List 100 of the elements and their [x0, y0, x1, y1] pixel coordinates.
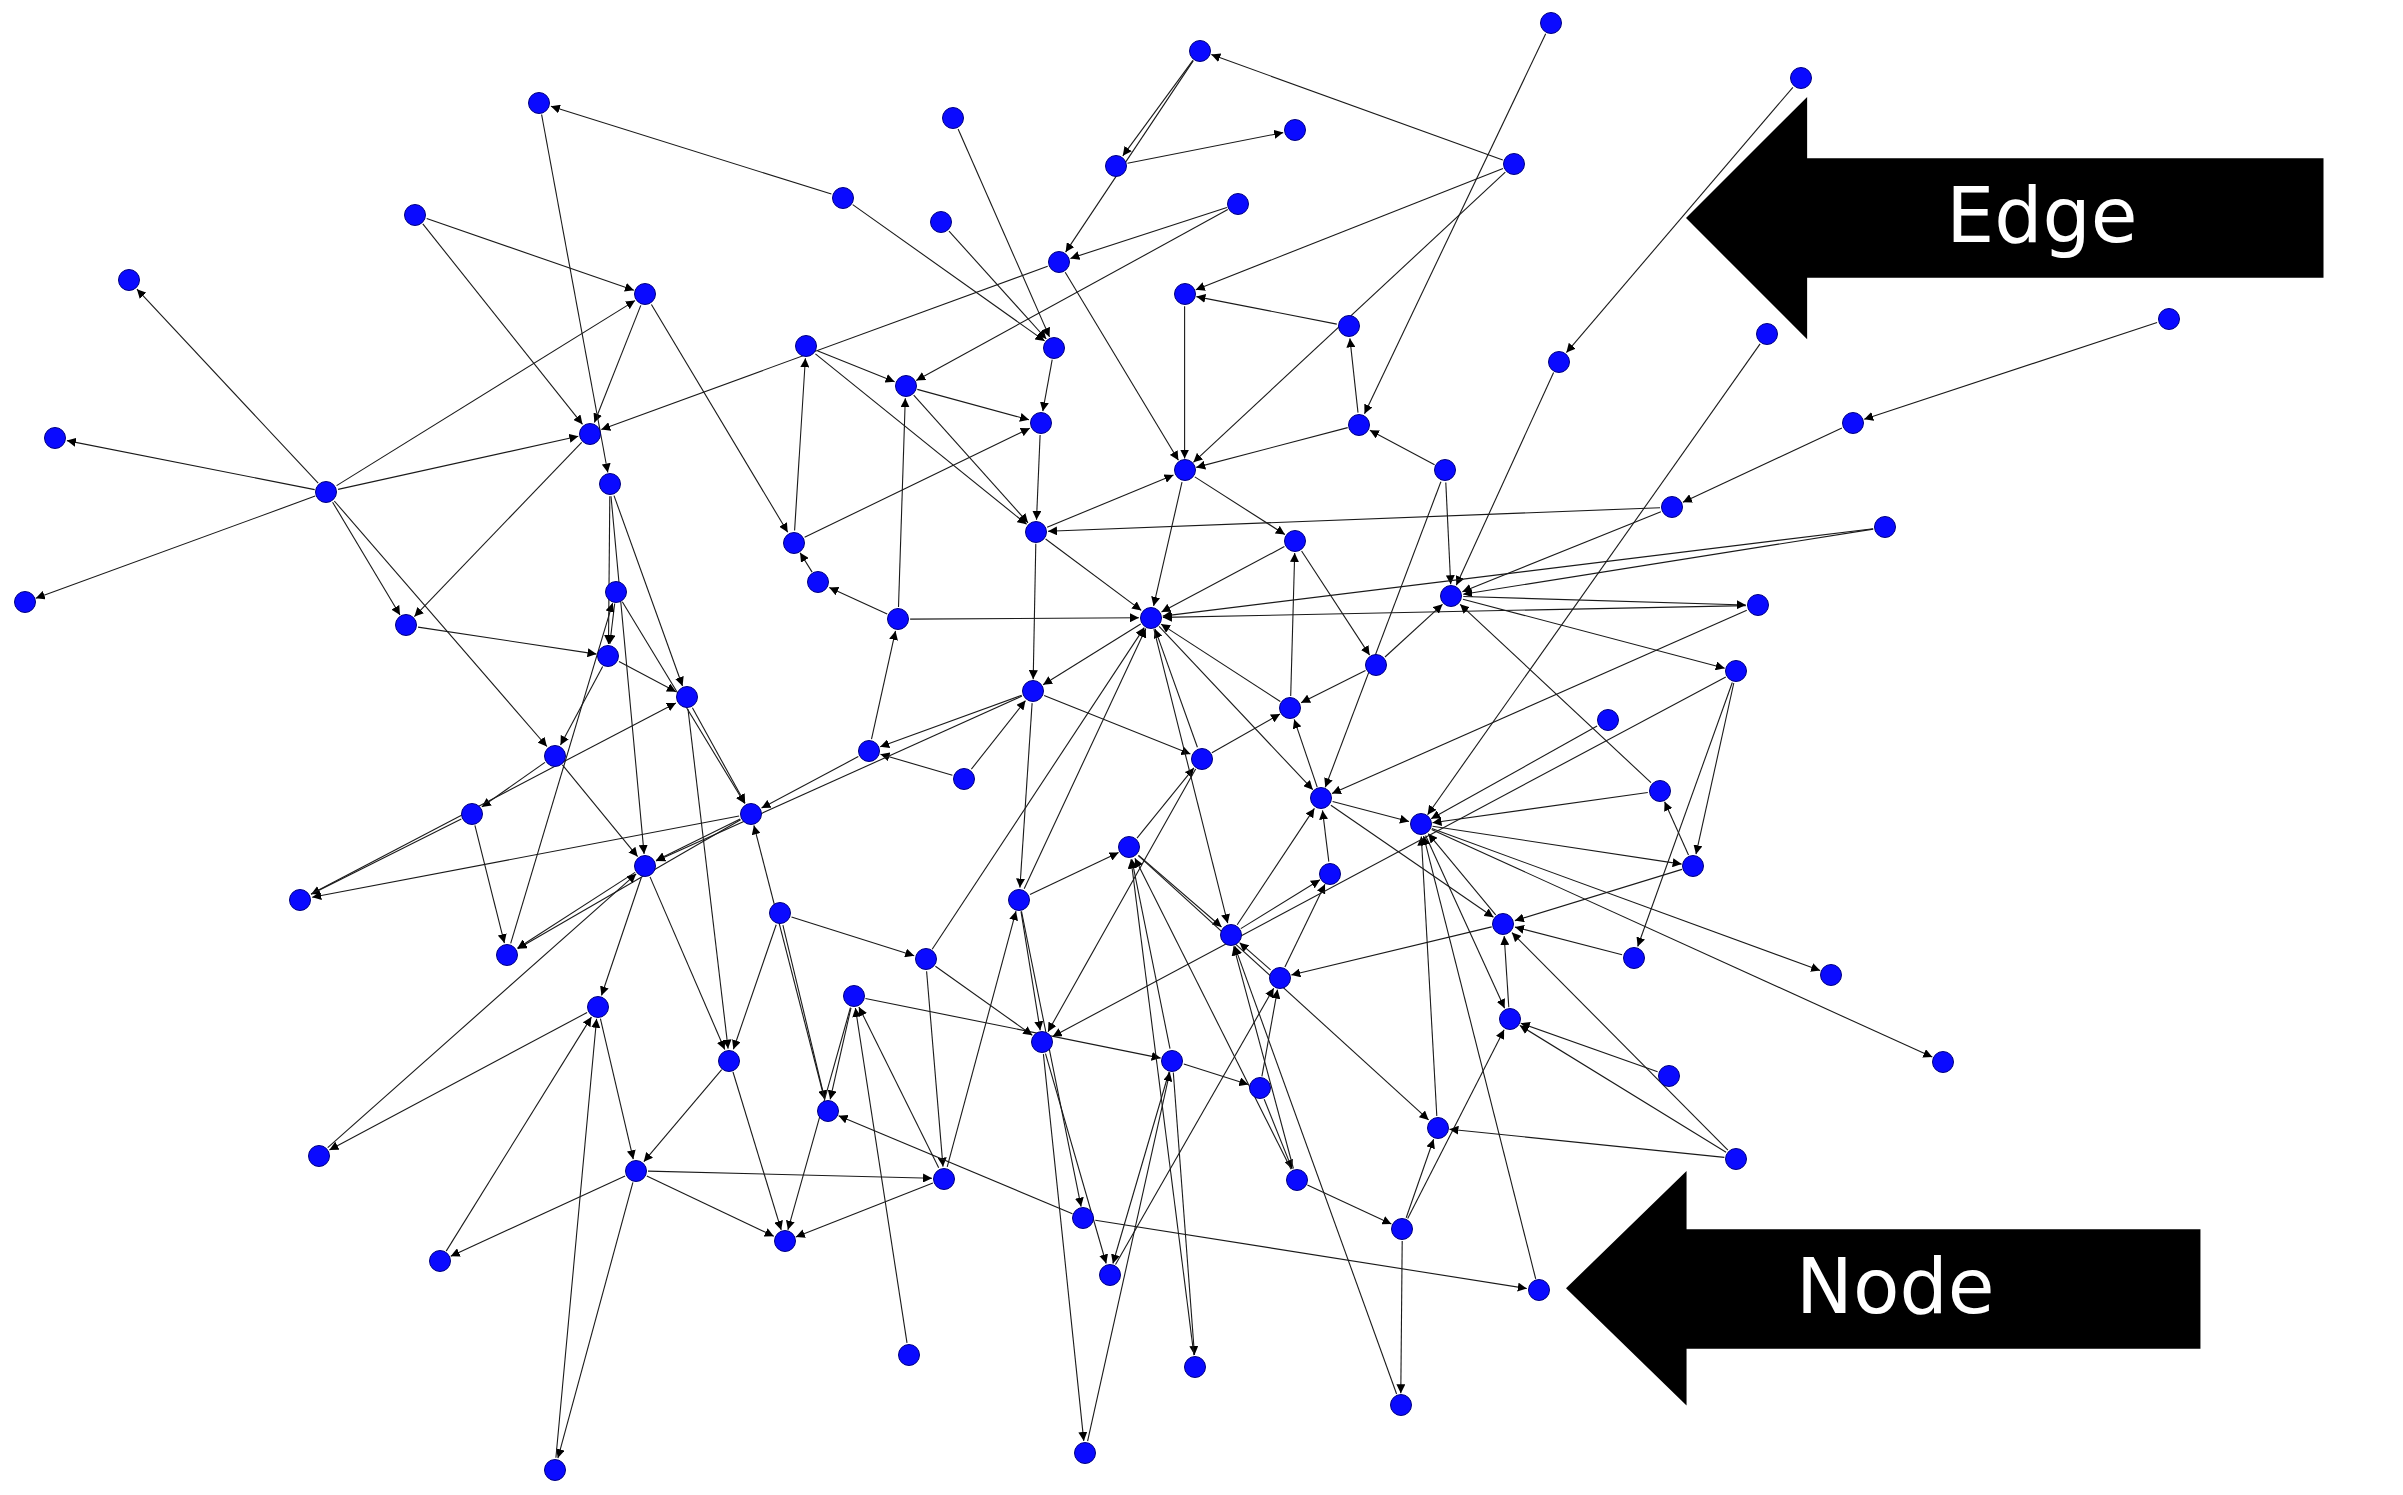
- node-dot: [1219, 923, 1242, 946]
- node-dot: [1025, 520, 1047, 543]
- arrow: [1052, 676, 1727, 1038]
- arrow: [794, 357, 810, 532]
- arrow: [510, 602, 615, 944]
- arrow: [795, 1182, 934, 1238]
- arrow: [909, 613, 1140, 623]
- arrow: [1180, 305, 1190, 460]
- arrow: [550, 104, 832, 195]
- block-arrow: [1566, 1170, 2201, 1406]
- arrow: [66, 437, 316, 491]
- arrow: [1129, 858, 1171, 1050]
- node-dot: [1746, 594, 1769, 617]
- arrow: [1042, 1053, 1088, 1442]
- node-dot: [769, 902, 792, 925]
- node-dot: [816, 1100, 839, 1123]
- arrow: [1565, 86, 1794, 354]
- node-dot: [1648, 779, 1671, 802]
- arrow: [1069, 206, 1228, 260]
- arrow: [1151, 481, 1183, 607]
- node-dot: [1434, 459, 1457, 482]
- arrow: [310, 702, 677, 895]
- arrow: [732, 924, 777, 1050]
- arrow: [516, 871, 636, 949]
- arrow: [1047, 768, 1197, 1033]
- arrow: [649, 876, 726, 1051]
- node-dot: [1348, 413, 1371, 436]
- arrow: [1153, 628, 1230, 924]
- arrow: [136, 288, 319, 484]
- arrow: [1511, 932, 1729, 1151]
- node-dot: [1725, 660, 1748, 683]
- arrow: [337, 433, 579, 490]
- arrow: [1431, 828, 1933, 1058]
- arrow: [897, 397, 910, 608]
- node-dot: [1227, 192, 1250, 215]
- arrow: [1330, 804, 1495, 918]
- node-dot: [1268, 966, 1291, 989]
- node-dot: [44, 427, 67, 450]
- node-dot: [1596, 709, 1619, 732]
- node-dot: [496, 943, 519, 966]
- arrow: [879, 752, 953, 776]
- node-dot: [2157, 307, 2180, 330]
- arrow: [691, 707, 746, 804]
- arrow: [426, 217, 635, 292]
- arrow: [1514, 925, 1623, 956]
- node-dot: [894, 375, 917, 398]
- arrow: [1040, 359, 1053, 412]
- arrow: [336, 300, 636, 487]
- node-dot: [307, 1144, 330, 1167]
- arrow: [650, 303, 789, 533]
- arrow: [1064, 271, 1179, 461]
- arrow: [646, 1175, 775, 1237]
- arrow: [1284, 883, 1326, 968]
- node-dot: [1391, 1218, 1414, 1241]
- arrow: [593, 304, 642, 424]
- arrow: [1153, 628, 1198, 748]
- arrow: [35, 495, 316, 600]
- node-dot: [929, 211, 952, 234]
- arrow: [327, 873, 637, 1149]
- node-dot: [13, 591, 36, 614]
- node-dot: [1285, 1169, 1308, 1192]
- arrow: [422, 223, 584, 425]
- arrow: [1240, 879, 1321, 930]
- arrow: [555, 1018, 601, 1459]
- arrow: [827, 1007, 852, 1100]
- arrow: [1028, 543, 1038, 680]
- node-dot: [634, 854, 657, 877]
- arrow: [858, 1006, 940, 1169]
- arrow: [1431, 825, 1683, 868]
- arrow: [1065, 60, 1194, 253]
- node-dot: [773, 1230, 796, 1253]
- arrow: [1233, 945, 1398, 1395]
- node-dot: [1021, 680, 1044, 703]
- arrow: [1500, 935, 1510, 1008]
- arrow: [1043, 695, 1191, 755]
- node-dot: [831, 186, 854, 209]
- node-dot: [933, 1167, 956, 1190]
- arrow: [1519, 1024, 1727, 1153]
- arrow: [1462, 595, 1747, 610]
- arrow: [1134, 857, 1292, 1170]
- arrow: [1046, 474, 1175, 528]
- arrow: [541, 113, 611, 474]
- arrow: [1682, 427, 1843, 503]
- node-dot: [1820, 963, 1843, 986]
- arrow: [333, 500, 548, 748]
- arrow: [1023, 627, 1147, 890]
- node-dot: [1139, 606, 1162, 629]
- arrow: [760, 756, 859, 809]
- arrow: [1300, 669, 1367, 704]
- arrow: [1137, 855, 1430, 1121]
- arrow: [1514, 868, 1683, 923]
- arrow: [1239, 942, 1272, 971]
- node-dot: [1841, 411, 1864, 434]
- arrow: [828, 586, 888, 615]
- arrow: [481, 761, 546, 808]
- arrow: [1332, 800, 1410, 824]
- arrow: [1160, 546, 1285, 613]
- node-dot: [1657, 1064, 1680, 1087]
- node-dot: [597, 644, 620, 667]
- arrow: [450, 1175, 626, 1257]
